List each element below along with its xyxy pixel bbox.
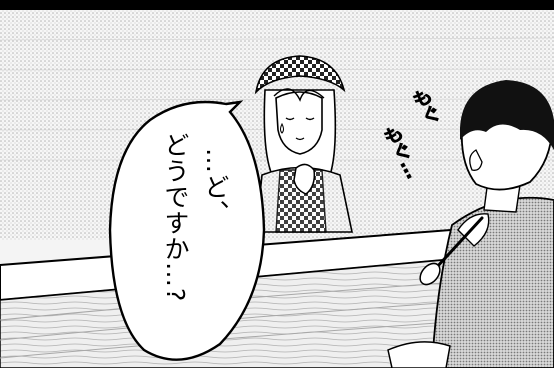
- checkered-kerchief: [254, 55, 346, 95]
- speech-line-1: …ど、: [201, 148, 230, 226]
- waitress-figure: [254, 55, 353, 233]
- customer-hair: [460, 80, 554, 150]
- spoon: [434, 216, 484, 270]
- speech-line-2: どうですか…?: [161, 132, 190, 303]
- bowl: [387, 341, 451, 368]
- speech-bubble-outline: [108, 100, 266, 361]
- customer-figure: [387, 80, 554, 368]
